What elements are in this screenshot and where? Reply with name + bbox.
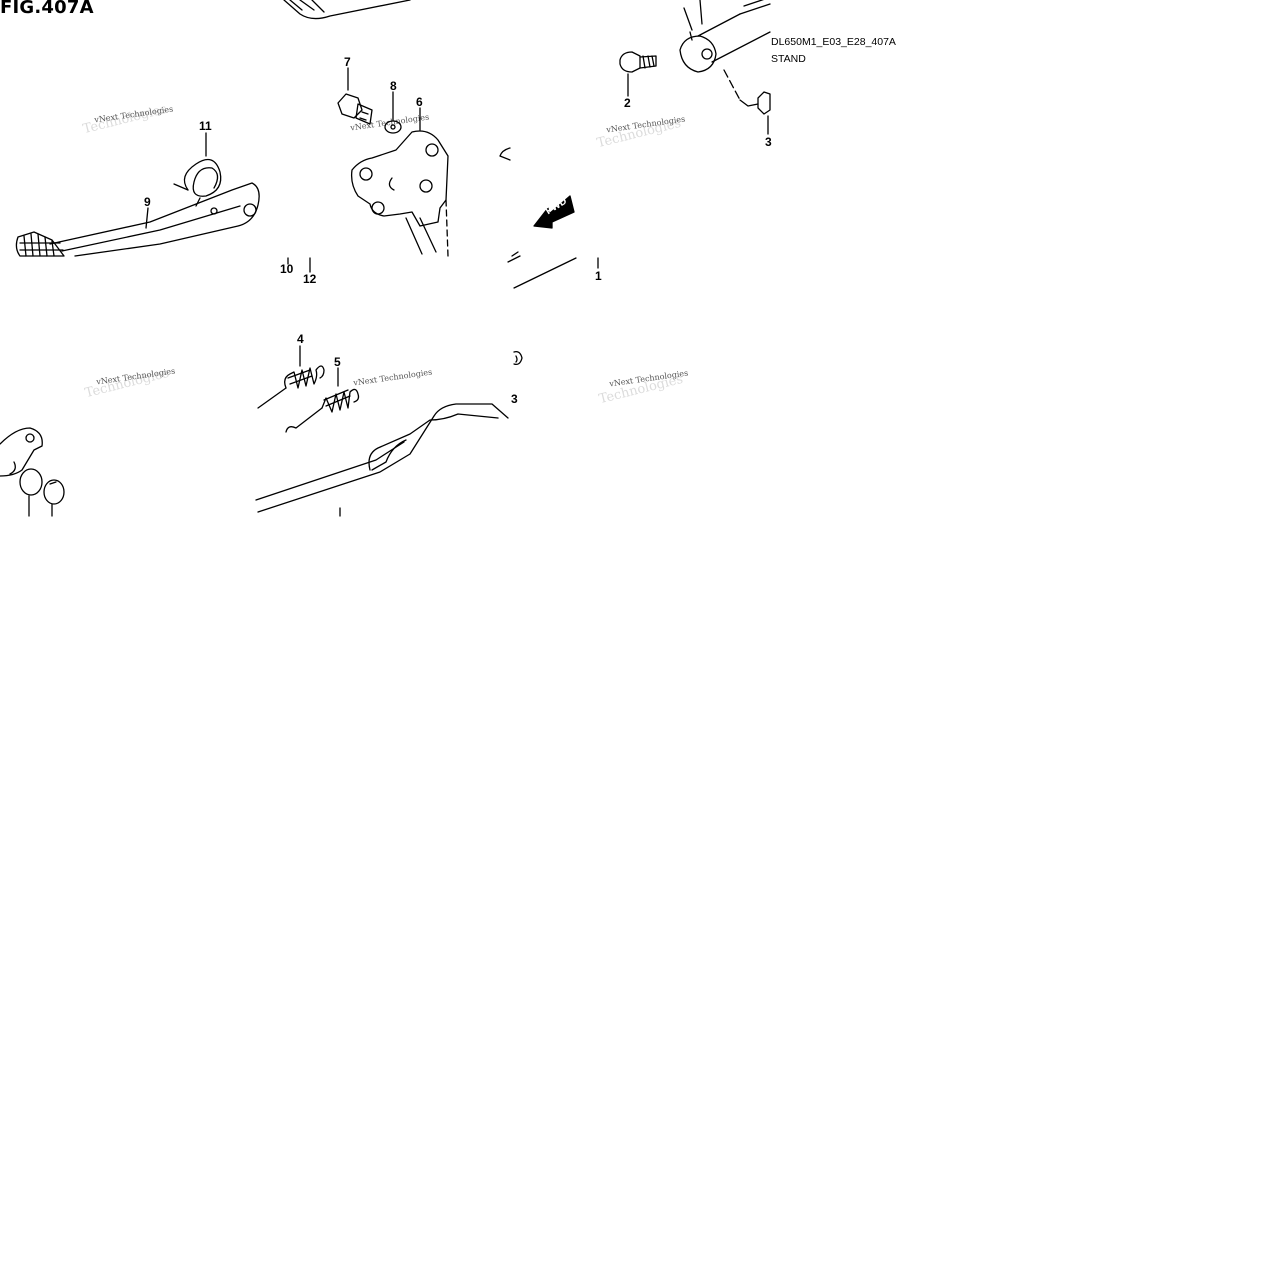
bolt-7 [338, 94, 372, 124]
part-label-1: 1 [595, 269, 602, 283]
spring-4 [258, 346, 324, 408]
part-label-3: 3 [765, 135, 772, 149]
bracket-plate-6 [352, 131, 448, 256]
part-label-12: 12 [303, 272, 317, 286]
bolt-2 [620, 52, 656, 72]
figure-title: FIG.407A [0, 0, 94, 18]
part-label-8: 8 [390, 79, 397, 93]
part-label-4: 4 [297, 332, 304, 346]
washer-8 [385, 121, 401, 133]
part-label-9: 9 [144, 195, 151, 209]
footrest-top [284, 0, 410, 19]
part-label-2: 2 [624, 96, 631, 110]
part-label-10: 10 [280, 262, 294, 276]
part-label-partial: 3 [511, 392, 518, 406]
bracket-lower-left [0, 428, 42, 476]
circlip [44, 480, 64, 516]
leader-9 [146, 208, 148, 228]
stand-leg-hint [514, 258, 576, 288]
brake-pedal-lever [50, 183, 259, 256]
spring-5 [286, 368, 359, 432]
circlip-ring [20, 469, 42, 516]
part-label-11: 11 [199, 119, 212, 133]
return-spring-11 [174, 160, 221, 207]
dash-marks [508, 252, 520, 262]
part-label-7: 7 [344, 55, 351, 69]
diagram-code: DL650M1_E03_E28_407A [771, 36, 896, 48]
stand-pivot-assembly [680, 0, 770, 72]
fwd-arrow [534, 196, 574, 228]
part-label-6: 6 [416, 95, 423, 109]
part-label-5: 5 [334, 355, 341, 369]
diagram-subtitle: STAND [771, 53, 806, 65]
brake-pedal-footrest [16, 232, 64, 256]
clip-symbol [500, 148, 510, 160]
side-stand-leg [256, 352, 522, 516]
nut-3 [724, 70, 770, 114]
